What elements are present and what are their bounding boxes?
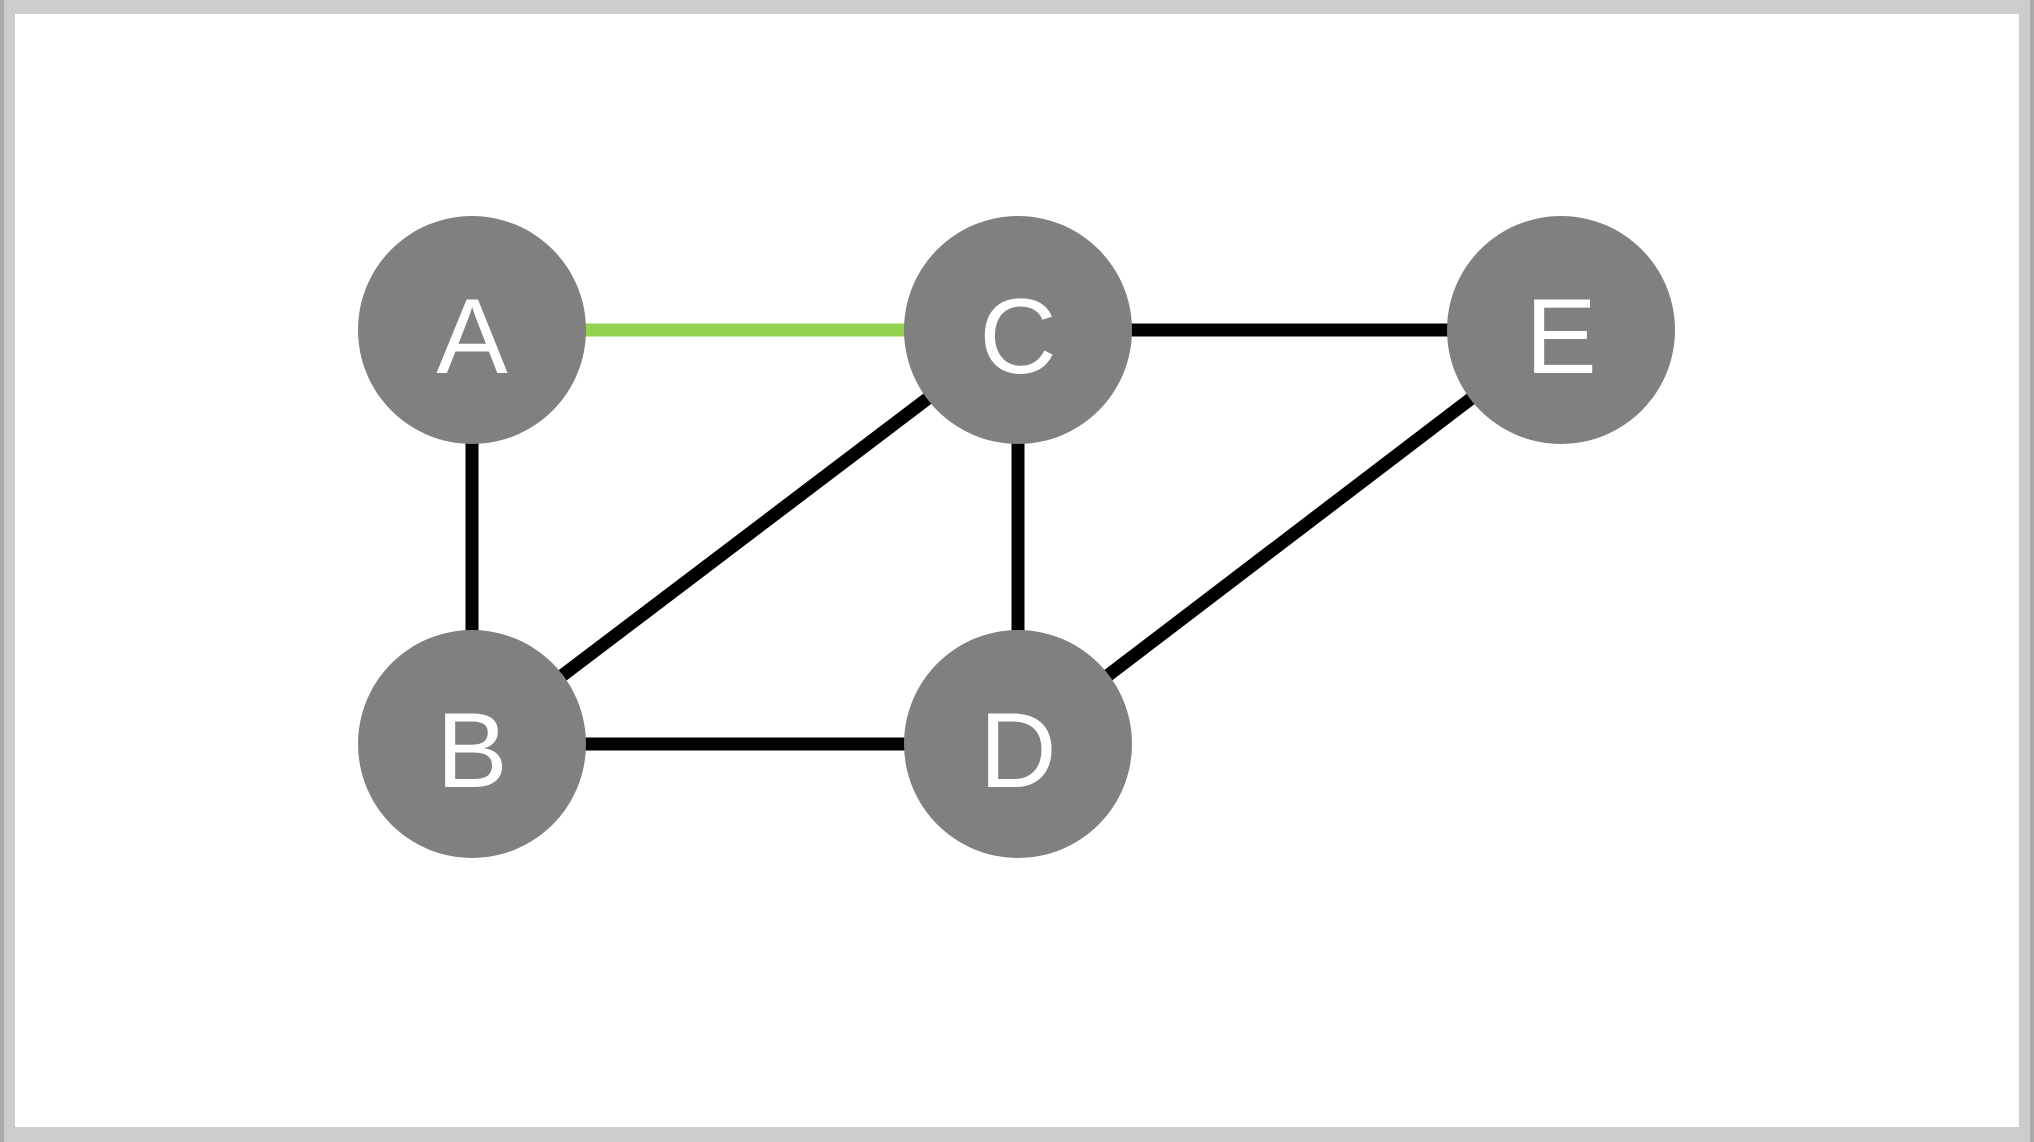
node-circle[interactable] [904, 630, 1132, 858]
window-edge-right [2030, 0, 2034, 1142]
node-circle[interactable] [358, 216, 586, 444]
node-C[interactable]: C [904, 216, 1132, 444]
node-label: B [436, 690, 507, 810]
node-label: C [979, 276, 1056, 396]
node-layer: A B C D E [358, 216, 1675, 858]
edge-B-C[interactable] [468, 324, 1022, 750]
node-D[interactable]: D [904, 630, 1132, 858]
node-E[interactable]: E [1447, 216, 1675, 444]
node-A[interactable]: A [358, 216, 586, 444]
node-circle[interactable] [1447, 216, 1675, 444]
node-label: A [436, 276, 508, 396]
node-circle[interactable] [904, 216, 1132, 444]
node-circle[interactable] [358, 630, 586, 858]
window-edge-left [0, 0, 4, 1142]
node-label: D [979, 690, 1056, 810]
node-label: E [1525, 276, 1596, 396]
node-B[interactable]: B [358, 630, 586, 858]
